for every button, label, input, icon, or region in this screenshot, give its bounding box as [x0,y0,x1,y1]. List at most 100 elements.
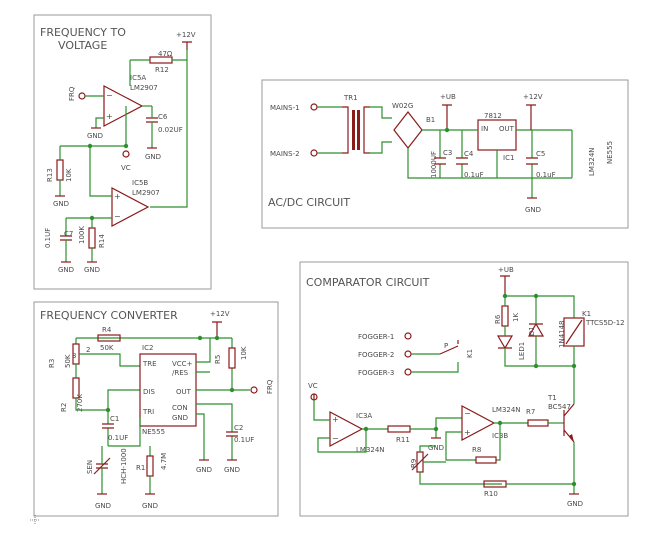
ic3a-minus: − [332,434,339,443]
fc-out-junction [229,387,235,393]
c7-label: C7 [64,230,73,238]
origin-marker [30,515,40,525]
r9-wires [419,445,502,485]
vc-node-wire [60,106,127,147]
ic1-in-pin: IN [481,125,488,133]
ic3b-out-wires [494,422,528,461]
cmp-ub-label: +UB [498,266,514,274]
t1-label: T1 [547,394,557,402]
k1-switch-contact [439,340,459,355]
frame-frequency-to-voltage [33,14,212,290]
mains2-label: MAINS-2 [270,150,300,158]
comparator-circuit: +UB R6 1K LED1 D1 1N4148 K1 TTCS5D-12 FO… [308,266,625,508]
frq-input-label: FRQ [68,86,76,101]
cmp-vc-label: VC [308,382,318,390]
c3-label: C3 [443,149,452,157]
acdc-12v-label: +12V [523,93,543,101]
r6-resistor [501,305,509,327]
t1-value: BC547 [548,403,571,411]
ic3a-plus: + [332,415,339,424]
frame-comparator-circuit [299,261,629,517]
sen-gnd-label: GND [95,502,111,510]
r3-pin-label: 3 [72,352,76,360]
d1-junction [533,363,539,369]
r8-label: R8 [472,446,481,454]
t1-emitter-junction [571,481,577,487]
c1-value: 0.1UF [108,434,128,442]
c2-label: C2 [234,424,243,432]
ic5b-plus-wire [89,146,112,197]
fc-12v-junction [214,335,220,341]
c5-value: 0.1uF [536,171,556,179]
frequency-converter-circuit: +12V R4 50K 3 R3 50K 2 R2 270K IC2 NE555… [48,310,274,510]
r1-resistor [146,455,154,477]
title-comparator-circuit: COMPARATOR CIRCUIT [306,276,430,289]
c2-gnd-label: GND [224,466,240,474]
fogger-wires [411,353,459,373]
led1-diode [496,335,514,350]
ic2-label: IC2 [142,344,153,352]
k1-switch-label: K1 [466,349,474,358]
tr1-core-left [352,110,355,150]
r8-resistor [475,456,497,464]
c7-value: 0.1UF [44,228,52,248]
r14-label: R14 [98,234,106,248]
cmp-gnd-label: GND [567,500,583,508]
c5-capacitor [526,157,538,165]
c6-label: C6 [158,113,168,121]
r5-resistor [228,347,236,369]
fc-12v-label: +12V [210,310,230,318]
c3-capacitor [434,157,446,165]
vc-label: VC [121,164,131,172]
r5-label: R5 [214,355,222,364]
c2-value: 0.1UF [234,436,254,444]
c7-gnd-label: GND [58,266,74,274]
tr1-secondary [363,106,370,154]
acdc-gnd-label: GND [525,206,541,214]
plusub-symbol [442,104,452,130]
cmp-ub-symbol [500,275,510,296]
ic2-out-pin: OUT [176,388,192,396]
ic2-value: NE555 [142,428,165,436]
f2v-vcc-symbol [182,41,192,50]
c4-capacitor [456,157,468,165]
r1-value: 4.7M [160,453,168,470]
r14-value: 100K [78,226,86,244]
ic5b-opamp [111,187,150,227]
r11-label: R11 [396,436,410,444]
k1-value: TTCS5D-12 [585,319,625,327]
r6-value: 1K [512,313,520,322]
fogger3-terminal [404,368,412,376]
sen-label: SEN [86,460,94,474]
ic3b-value: LM324N [492,406,521,414]
ic2-con-pin: CON [172,404,188,412]
ic2-res-pin: /RES [172,369,189,377]
frame-frequency-converter [33,301,279,517]
ic5b-plus: + [114,192,121,201]
fc-bottom-wires [108,418,151,456]
ic5a-value: LM2907 [130,84,158,92]
fc-frq-output-terminal [250,386,258,394]
b1-bridge-rectifier [393,111,423,149]
r2-bottom-wire [75,389,140,411]
ic3b-out-junction [497,420,503,426]
led1-label: LED1 [518,342,526,360]
c6-capacitor [146,117,158,123]
ic1-out-pin: OUT [499,125,515,133]
r12-value: 47Ω [158,50,173,58]
mains2-terminal [310,149,318,157]
r1-gnd-label: GND [142,502,158,510]
ic1-label: IC1 [503,154,514,162]
r13-value: 10K [65,168,73,182]
c1-capacitor [102,423,114,429]
fc-12v-symbol [212,321,222,338]
r6-label: R6 [494,314,502,324]
title-frequency-converter: FREQUENCY CONVERTER [40,309,178,322]
ic5b-value: LM2907 [132,189,160,197]
c6-gnd-label: GND [145,153,161,161]
r13-resistor [56,159,64,181]
c6-value: 0.02UF [158,126,183,134]
f2v-vcc-label: +12V [176,31,196,39]
tr1-core-right [357,110,360,150]
